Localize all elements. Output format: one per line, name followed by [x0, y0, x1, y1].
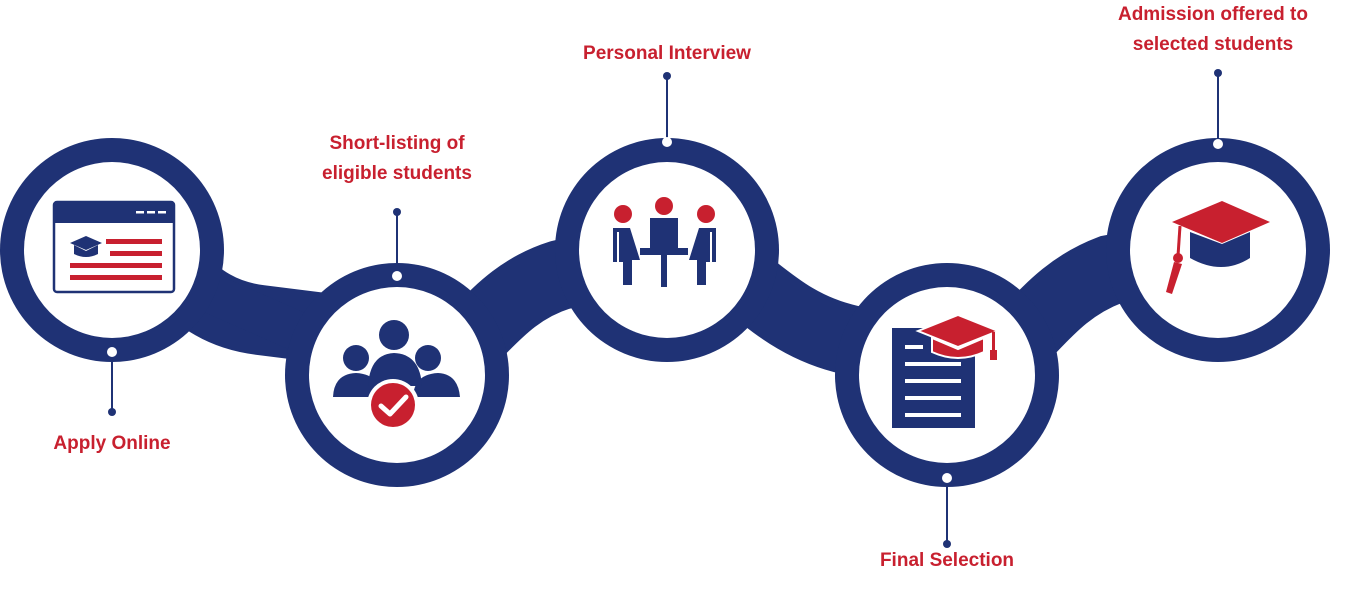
- interview-table-icon: [613, 197, 716, 287]
- graduation-cap-icon: [1166, 201, 1270, 294]
- connector-final-selection: [942, 473, 952, 548]
- step-final-selection: [835, 263, 1059, 487]
- step-label-personal-interview: Personal Interview: [547, 39, 787, 69]
- step-label-apply-online: Apply Online: [12, 429, 212, 459]
- document-graduation-cap-icon: [892, 313, 1001, 428]
- group-check-icon: [333, 320, 460, 431]
- step-label-short-listing: Short-listing of eligible students: [287, 129, 507, 189]
- online-application-icon: [52, 200, 176, 294]
- step-label-admission-offered: Admission offered to selected students: [1088, 0, 1338, 60]
- step-label-final-selection: Final Selection: [837, 546, 1057, 576]
- step-apply-online: [0, 138, 224, 362]
- connector-apply-online: [107, 347, 117, 416]
- step-label-line: selected students: [1132, 34, 1294, 55]
- connector-admission-offered: [1213, 69, 1223, 149]
- step-label-line: Final Selection: [879, 550, 1015, 571]
- step-admission-offered: [1106, 138, 1330, 362]
- connector-short-listing: [392, 208, 402, 281]
- step-label-line: Personal Interview: [583, 43, 751, 64]
- step-label-line: Admission offered to: [1117, 4, 1308, 25]
- step-short-listing: [285, 263, 509, 487]
- step-label-line: Apply Online: [53, 433, 171, 454]
- connector-personal-interview: [662, 72, 672, 147]
- step-label-line: eligible students: [322, 163, 472, 184]
- step-personal-interview: [555, 138, 779, 362]
- step-label-line: Short-listing of: [329, 133, 465, 154]
